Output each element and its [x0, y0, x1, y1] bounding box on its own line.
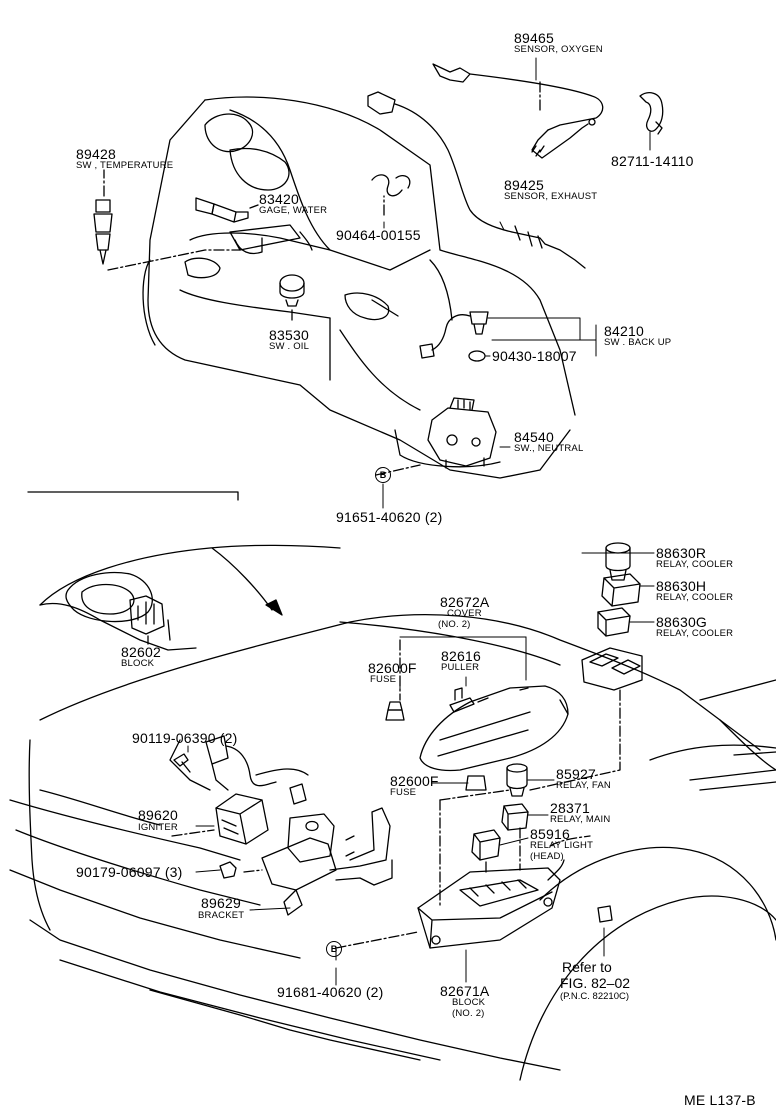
part-number-82671A: 82671A [440, 983, 490, 999]
reference-line2: FIG. 82–02 [560, 975, 631, 991]
part-desc-83420: GAGE, WATER [259, 205, 328, 216]
part-desc-82671A: BLOCK [452, 997, 486, 1008]
oxygen-sensor-89465 [432, 63, 604, 159]
part-number-82711: 82711-14110 [611, 153, 694, 169]
bracket-89629 [261, 807, 393, 916]
part-desc-28371: RELAY, MAIN [550, 814, 611, 825]
exhaust-sensor-89425 [367, 91, 586, 269]
part-number-84540: 84540 [514, 429, 554, 445]
relay-82210C [597, 905, 613, 923]
relay-holder [581, 647, 643, 691]
nut-90179 [219, 861, 237, 879]
car-body-outline [9, 614, 776, 1081]
fuse-82600F-upper [385, 701, 405, 721]
part-number-89465: 89465 [514, 30, 554, 46]
part-desc-85916: RELAY LIGHT [530, 840, 594, 851]
part-desc-89629: BRACKET [198, 910, 245, 921]
part-number-83530: 83530 [269, 327, 309, 343]
part-desc-89620: IGNITER [138, 822, 178, 833]
part-desc2-82671A: (NO. 2) [452, 1008, 485, 1019]
fuse-82600F-lower [465, 775, 487, 791]
part-desc-82616: PULLER [441, 662, 480, 673]
part-desc-82600F-lower: FUSE [390, 787, 417, 798]
part-number-82602: 82602 [121, 644, 161, 660]
engine-head-details [184, 113, 399, 321]
part-number-82616: 82616 [441, 648, 481, 664]
part-number-90119: 90119-06390 (2) [132, 730, 238, 746]
part-number-28371: 28371 [550, 800, 590, 816]
part-number-88630H: 88630H [656, 578, 707, 594]
part-number-89629: 89629 [201, 895, 241, 911]
water-gage-83420 [195, 197, 249, 223]
part-desc-84540: SW., NEUTRAL [514, 443, 584, 454]
part-desc2-82672A: (NO. 2) [438, 619, 471, 630]
part-number-82600F-upper: 82600F [368, 660, 417, 676]
clip-82711 [639, 92, 664, 135]
part-number-91651: 91651-40620 (2) [336, 509, 443, 525]
part-number-82672A: 82672A [440, 594, 490, 610]
part-number-90464: 90464-00155 [336, 227, 421, 243]
part-desc-88630R: RELAY, COOLER [656, 559, 734, 570]
callout-b-upper: B [375, 467, 391, 483]
relay-cooler-88630H [601, 573, 641, 607]
part-number-85927: 85927 [556, 766, 596, 782]
part-number-88630R: 88630R [656, 545, 707, 561]
reference-line3: (P.N.C. 82210C) [560, 991, 629, 1002]
part-number-84210: 84210 [604, 323, 644, 339]
igniter-89620 [205, 735, 309, 845]
part-number-82600F-lower: 82600F [390, 773, 439, 789]
part-desc-85927: RELAY, FAN [556, 780, 611, 791]
relay-main-28371 [501, 803, 529, 831]
part-desc-88630G: RELAY, COOLER [656, 628, 734, 639]
engine-block-outline [142, 96, 576, 479]
relay-cooler-88630G [597, 607, 631, 637]
figure-code: ME L137-B [684, 1092, 756, 1108]
part-number-90430: 90430-18007 [492, 348, 577, 364]
reference-line1: Refer to [562, 959, 612, 975]
neutral-switch-84540 [427, 397, 497, 469]
part-desc-89428: SW , TEMPERATURE [76, 160, 174, 171]
engine-leader-lines [103, 79, 541, 476]
lower-solid-leaders [187, 552, 655, 986]
engine-solid-leaders [382, 57, 651, 509]
part-desc-82672A: COVER [447, 608, 482, 619]
clip-90464 [371, 174, 411, 197]
temperature-switch-89428 [93, 199, 113, 265]
part-number-85916: 85916 [530, 826, 570, 842]
part-number-83420: 83420 [259, 191, 299, 207]
part-number-91681: 91681-40620 (2) [277, 984, 384, 1000]
part-desc-82602: BLOCK [121, 658, 155, 669]
relay-fan-85927 [506, 763, 528, 797]
part-desc-82600F-upper: FUSE [370, 674, 397, 685]
back-up-switch-84210 [419, 311, 489, 362]
fuse-puller-82616 [449, 687, 475, 713]
fuse-block-cover-82672A [419, 685, 569, 772]
left-inset-area [27, 491, 341, 651]
bolt-90119 [173, 753, 191, 773]
part-desc-84210: SW . BACK UP [604, 337, 672, 348]
part-number-90179: 90179-06097 (3) [76, 864, 183, 880]
oil-switch-83530 [279, 274, 305, 307]
part-number-89620: 89620 [138, 807, 178, 823]
junction-block-82671A [417, 859, 565, 949]
part-desc-83530: SW . OIL [269, 341, 310, 352]
relay-light-85916 [471, 829, 501, 861]
part-desc2-85916: (HEAD) [530, 851, 564, 862]
part-number-89428: 89428 [76, 146, 116, 162]
part-desc-89465: SENSOR, OXYGEN [514, 44, 603, 55]
callout-b-lower: B [326, 941, 342, 957]
part-number-88630G: 88630G [656, 614, 708, 630]
part-number-89425: 89425 [504, 177, 544, 193]
part-desc-88630H: RELAY, COOLER [656, 592, 734, 603]
part-desc-89425: SENSOR, EXHAUST [504, 191, 598, 202]
